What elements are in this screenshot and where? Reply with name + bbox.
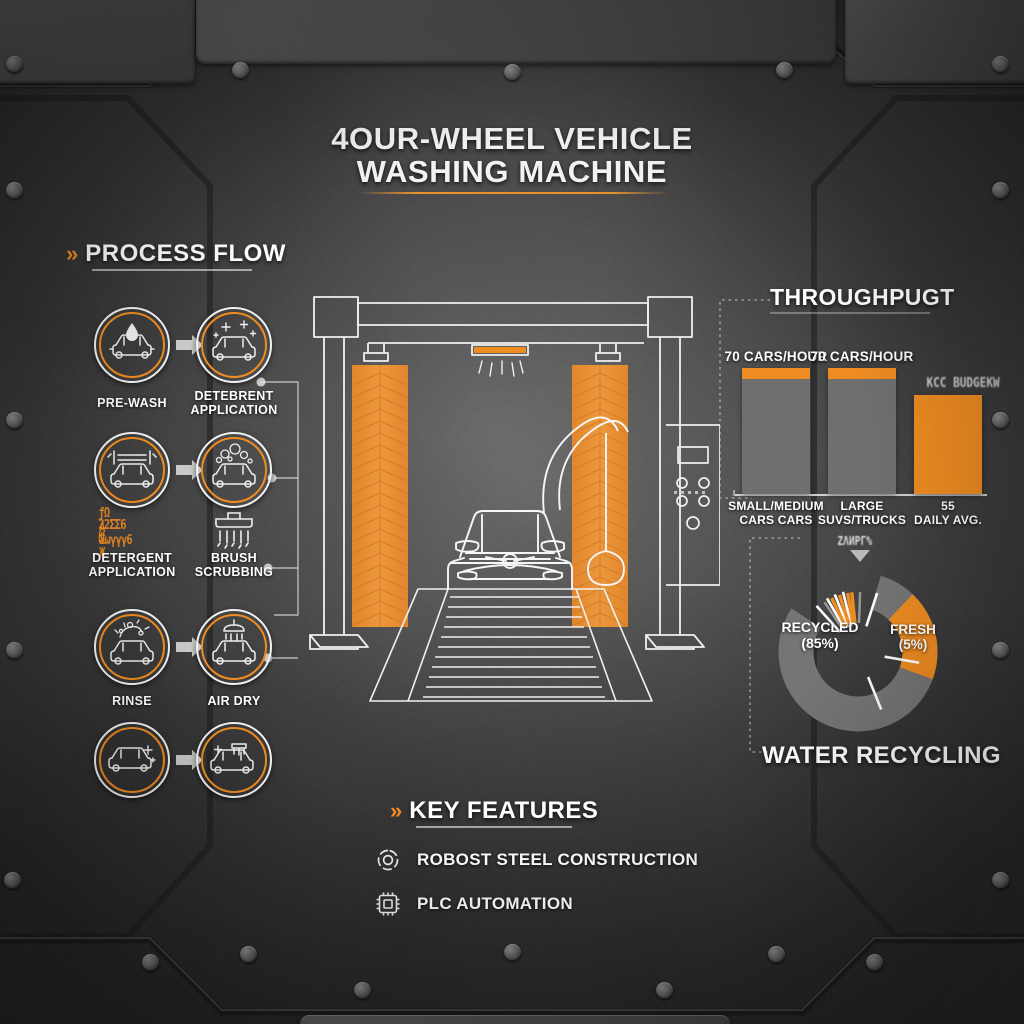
process-step-label-rinse: RINSE bbox=[112, 694, 152, 708]
key-feature-label: ROBOST STEEL CONSTRUCTION bbox=[417, 850, 699, 869]
bar-3 bbox=[914, 395, 982, 494]
car-spray-bars-icon bbox=[107, 450, 157, 488]
bar-cap-1 bbox=[742, 368, 810, 379]
bar-category-label-3: 55 DAILY AVG. bbox=[913, 499, 983, 527]
donut-pointer-icon bbox=[850, 550, 870, 562]
process-step-label-air-dry: AIR DRY bbox=[207, 694, 261, 708]
garbled-glyphs-row-1: ƒΩ 22ΣΣ6 Ш bbox=[98, 506, 126, 546]
water-recycling-donut-chart bbox=[778, 572, 938, 732]
key-feature-plc-automation[interactable]: PLC AUTOMATION bbox=[374, 890, 573, 918]
garbled-glyphs-row-2: A Σωγγγ6 Ж bbox=[99, 521, 133, 561]
rivet bbox=[504, 944, 521, 961]
car-wax-plus-icon bbox=[210, 743, 254, 774]
car-sparkle-icon bbox=[212, 320, 257, 361]
rivet bbox=[992, 56, 1009, 73]
process-step-rinse[interactable] bbox=[94, 609, 170, 685]
title-underline bbox=[358, 192, 668, 194]
car-foam-bubbles-icon bbox=[212, 443, 256, 488]
bar-chart-y-axis bbox=[733, 490, 735, 496]
car-rinse-spray-icon bbox=[110, 619, 154, 665]
rivet bbox=[6, 642, 23, 659]
key-feature-robost-steel-construction[interactable]: ROBOST STEEL CONSTRUCTION bbox=[374, 846, 698, 874]
process-step-detergent-application[interactable] bbox=[94, 432, 170, 508]
rivet bbox=[6, 412, 23, 429]
bar-cap-2 bbox=[828, 368, 896, 379]
chip-icon bbox=[376, 892, 400, 916]
rivet bbox=[240, 946, 257, 963]
title-line-1: 4OUR-WHEEL VEHICLE bbox=[331, 121, 693, 156]
process-step-label-deterbrent-application: DETEBRENT APPLICATION bbox=[190, 389, 278, 417]
donut-label-fresh: FRESH (5%) bbox=[890, 622, 936, 653]
chevron-double-right-icon: » bbox=[66, 241, 78, 266]
right-brush bbox=[572, 365, 628, 627]
frame-plate-top-left bbox=[0, 0, 195, 84]
throughput-heading: THROUGHPUGT bbox=[770, 284, 955, 310]
car-water-drop-icon bbox=[109, 323, 155, 359]
chevron-double-right-icon: » bbox=[390, 798, 402, 823]
car-wash-gantry-illustration bbox=[309, 296, 720, 702]
bar-value-label-3: KCC BUDGEKW bbox=[926, 376, 1000, 391]
rivet bbox=[354, 982, 371, 999]
process-step-label-detergent-application: DETERGENT APPLICATION bbox=[88, 551, 176, 579]
key-features-underline bbox=[416, 826, 572, 828]
process-flow-underline bbox=[92, 269, 252, 271]
water-recycling-bracket bbox=[749, 537, 800, 753]
bar-value-label-2: 70 CARS/HOUR bbox=[810, 349, 914, 364]
car-air-dryer-icon bbox=[212, 619, 256, 665]
rivet bbox=[992, 642, 1009, 659]
process-step-pre-wash[interactable] bbox=[94, 307, 170, 383]
rivet bbox=[866, 954, 883, 971]
key-features-heading-label: KEY FEATURES bbox=[409, 797, 599, 824]
donut-slice-fresh bbox=[778, 572, 938, 732]
rivet bbox=[776, 62, 793, 79]
rivet bbox=[504, 64, 521, 81]
process-step-shine[interactable] bbox=[94, 722, 170, 798]
process-step-wax[interactable] bbox=[196, 722, 272, 798]
process-step-label-pre-wash: PRE-WASH bbox=[97, 396, 167, 410]
rivet bbox=[6, 56, 23, 73]
rivet bbox=[992, 412, 1009, 429]
bar-1 bbox=[742, 368, 810, 494]
water-recycling-heading: WATER RECYCLING bbox=[762, 742, 1001, 769]
shower-head-icon bbox=[215, 512, 253, 549]
gear-icon bbox=[377, 849, 399, 871]
rivet bbox=[992, 182, 1009, 199]
process-step-label-brush-scrubbing: BRUSH SCRUBBING bbox=[194, 551, 274, 579]
process-step-brush-scrubbing[interactable] bbox=[196, 432, 272, 508]
rivet bbox=[656, 982, 673, 999]
left-brush bbox=[352, 365, 408, 627]
rivet bbox=[768, 946, 785, 963]
rivet bbox=[6, 182, 23, 199]
process-step-deterbrent-application[interactable] bbox=[196, 307, 272, 383]
bar-category-label-1: SMALL/MEDIUM CARS CARS bbox=[728, 499, 824, 527]
rivet bbox=[232, 62, 249, 79]
donut-label-recycled: RECYCLED (85%) bbox=[781, 619, 859, 651]
donut-top-label: ΖΛИРΓ% bbox=[837, 534, 873, 548]
process-step-air-dry[interactable] bbox=[196, 609, 272, 685]
process-flow-heading-label: PROCESS FLOW bbox=[85, 240, 286, 267]
rivet bbox=[992, 872, 1009, 889]
car-shine-plus-icon bbox=[108, 745, 156, 772]
bar-2 bbox=[828, 368, 896, 494]
key-feature-label: PLC AUTOMATION bbox=[417, 894, 573, 913]
rivet bbox=[142, 954, 159, 971]
throughput-underline bbox=[770, 312, 930, 314]
key-features-heading: » KEY FEATURES bbox=[390, 797, 598, 825]
process-flow-heading: » PROCESS FLOW bbox=[66, 240, 286, 268]
page-title: 4OUR-WHEEL VEHICLE WASHING MACHINE bbox=[0, 122, 1024, 189]
bar-value-label-1: 70 CARS/HOUR bbox=[724, 349, 828, 364]
bar-category-label-2: LARGE SUVS/TRUCKS bbox=[817, 499, 907, 527]
title-line-2: WASHING MACHINE bbox=[356, 154, 668, 190]
frame-plate-bottom-center bbox=[300, 1015, 730, 1024]
rivet bbox=[4, 872, 21, 889]
bar-chart-x-axis bbox=[735, 494, 987, 496]
frame-plate-top-center bbox=[196, 0, 836, 64]
